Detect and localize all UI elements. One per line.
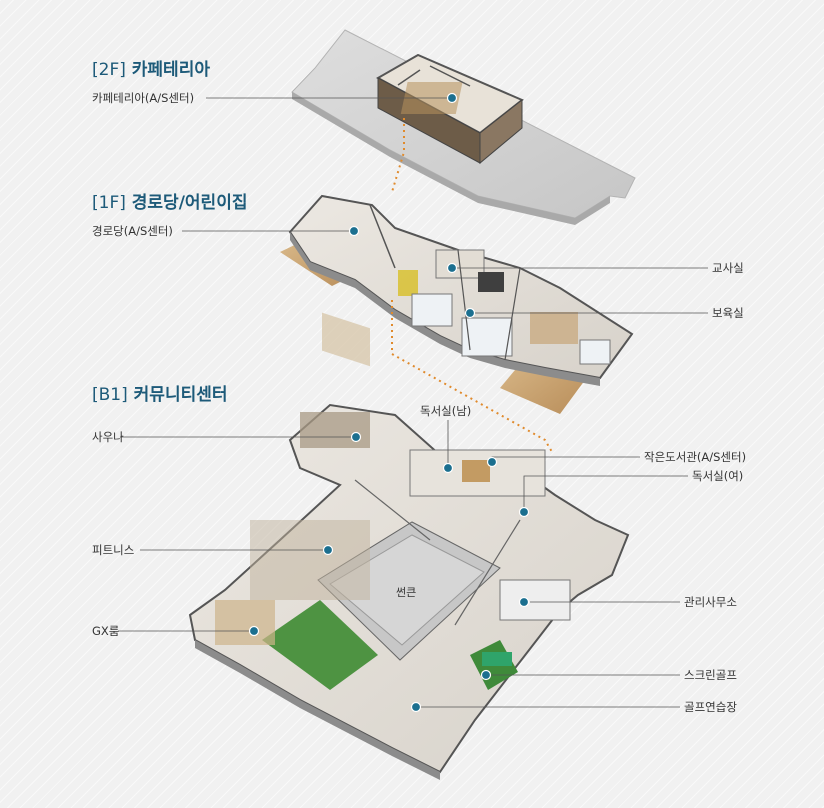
marker-senior-center — [348, 225, 360, 237]
floor-code: [B1] — [92, 385, 128, 405]
b1-front-wall — [195, 640, 440, 780]
dark-room — [478, 272, 504, 292]
floor-code: [2F] — [92, 60, 126, 80]
floor-name: 경로당/어린이집 — [131, 193, 248, 213]
marker-reading-room-m — [442, 462, 454, 474]
nursery-room-a — [411, 293, 453, 327]
1f-partition — [504, 267, 521, 361]
floor-name: 카페테리아 — [131, 60, 210, 80]
1f-partition — [457, 249, 471, 351]
screen-golf-screen — [482, 652, 512, 666]
b1-partition — [454, 519, 521, 626]
b1-partition — [354, 479, 431, 541]
floor-2f-plan — [291, 29, 636, 225]
floor-title-b1: [B1] 커뮤니티센터 — [92, 385, 228, 405]
label-gx-room: GX룸 — [92, 624, 120, 638]
label-sauna: 사우나 — [92, 430, 124, 444]
label-reading-room-f: 독서실(여) — [692, 469, 744, 483]
wood-room-1f — [530, 312, 578, 344]
room-markers — [248, 92, 530, 713]
marker-small-library — [486, 456, 498, 468]
marker-teachers-room — [446, 262, 458, 274]
marker-nursery-room — [464, 307, 476, 319]
sauna-room — [300, 412, 370, 448]
connector-2f-1f — [391, 118, 405, 193]
nursery-room-b — [461, 317, 513, 357]
yellow-room — [398, 270, 418, 296]
1f-partition — [369, 204, 396, 269]
label-golf-practice: 골프연습장 — [684, 700, 737, 714]
marker-cafeteria — [446, 92, 458, 104]
label-management-office: 관리사무소 — [684, 595, 737, 609]
floor-title-2f: [2F] 카페테리아 — [92, 60, 210, 80]
office-area — [499, 579, 571, 621]
marker-reading-room-f — [518, 506, 530, 518]
floor-name: 커뮤니티센터 — [133, 385, 228, 405]
label-teachers-room: 교사실 — [712, 261, 744, 275]
label-screen-golf: 스크린골프 — [684, 668, 737, 682]
cafeteria-partition — [429, 65, 471, 87]
floor-b1-plan — [188, 403, 630, 780]
label-cafeteria: 카페테리아(A/S센터) — [92, 91, 195, 105]
label-sunken: 썬큰 — [396, 586, 417, 599]
label-fitness: 피트니스 — [92, 543, 135, 557]
marker-fitness — [322, 544, 334, 556]
floor-code: [1F] — [92, 193, 126, 213]
library-desk — [462, 460, 490, 482]
floor-connectors — [391, 118, 553, 453]
green-lawn-left — [262, 600, 378, 690]
marker-screen-golf — [480, 669, 492, 681]
leader-reading-room-f — [523, 475, 688, 512]
label-nursery-room: 보육실 — [712, 306, 744, 320]
label-reading-room-m: 독서실(남) — [420, 404, 472, 418]
gx-room-area — [215, 600, 275, 645]
floor-1f-plan — [280, 194, 634, 414]
senior-room — [322, 312, 370, 367]
fitness-area — [250, 520, 370, 600]
marker-management-office — [518, 596, 530, 608]
marker-gx-room — [248, 625, 260, 637]
cafeteria-partition — [397, 69, 421, 86]
nursery-room-c — [579, 339, 611, 365]
cafeteria-glass-side — [479, 98, 523, 165]
label-senior-center: 경로당(A/S센터) — [92, 224, 173, 238]
marker-sauna — [350, 431, 362, 443]
marker-golf-practice — [410, 701, 422, 713]
label-small-library: 작은도서관(A/S센터) — [644, 450, 747, 464]
floor-title-1f: [1F] 경로당/어린이집 — [92, 193, 247, 213]
